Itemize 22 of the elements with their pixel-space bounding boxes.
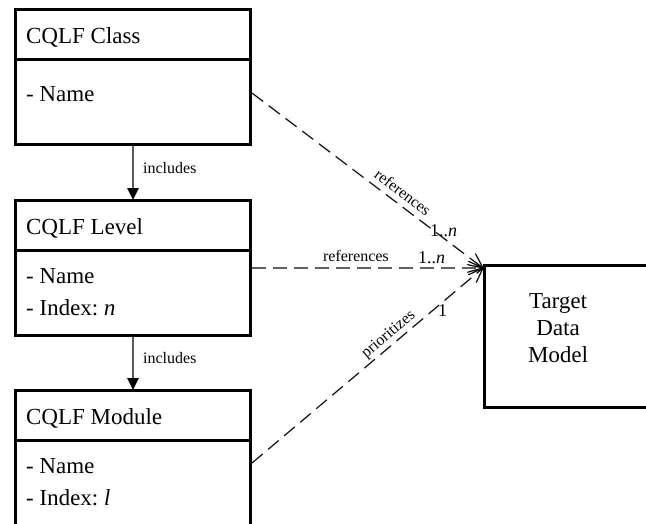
attribute-text: - Name — [26, 81, 94, 107]
edge-label: references — [322, 248, 390, 266]
class-name: CQLF Level — [26, 214, 143, 240]
dashed-arrow — [252, 260, 484, 276]
attribute-text: - Index: n — [26, 295, 116, 321]
multiplicity-label: 1..n — [430, 220, 457, 240]
class-name: CQLF Module — [26, 404, 162, 430]
class-box — [14, 389, 252, 524]
arrow — [127, 146, 139, 200]
multiplicity-label: 1 — [438, 300, 447, 320]
attribute-text: - Name — [26, 453, 94, 479]
multiplicity-label: 1..n — [418, 247, 445, 267]
entity-name: Target Data Model — [526, 287, 590, 368]
attribute-text: - Name — [26, 263, 94, 289]
entity-box — [483, 264, 646, 409]
class-box — [14, 8, 252, 146]
dashed-arrow — [252, 267, 484, 464]
dashed-arrow — [252, 92, 484, 269]
arrow — [127, 337, 139, 390]
attribute-text: - Index: l — [26, 485, 110, 511]
class-name: CQLF Class — [26, 23, 140, 49]
class-box — [14, 199, 252, 337]
